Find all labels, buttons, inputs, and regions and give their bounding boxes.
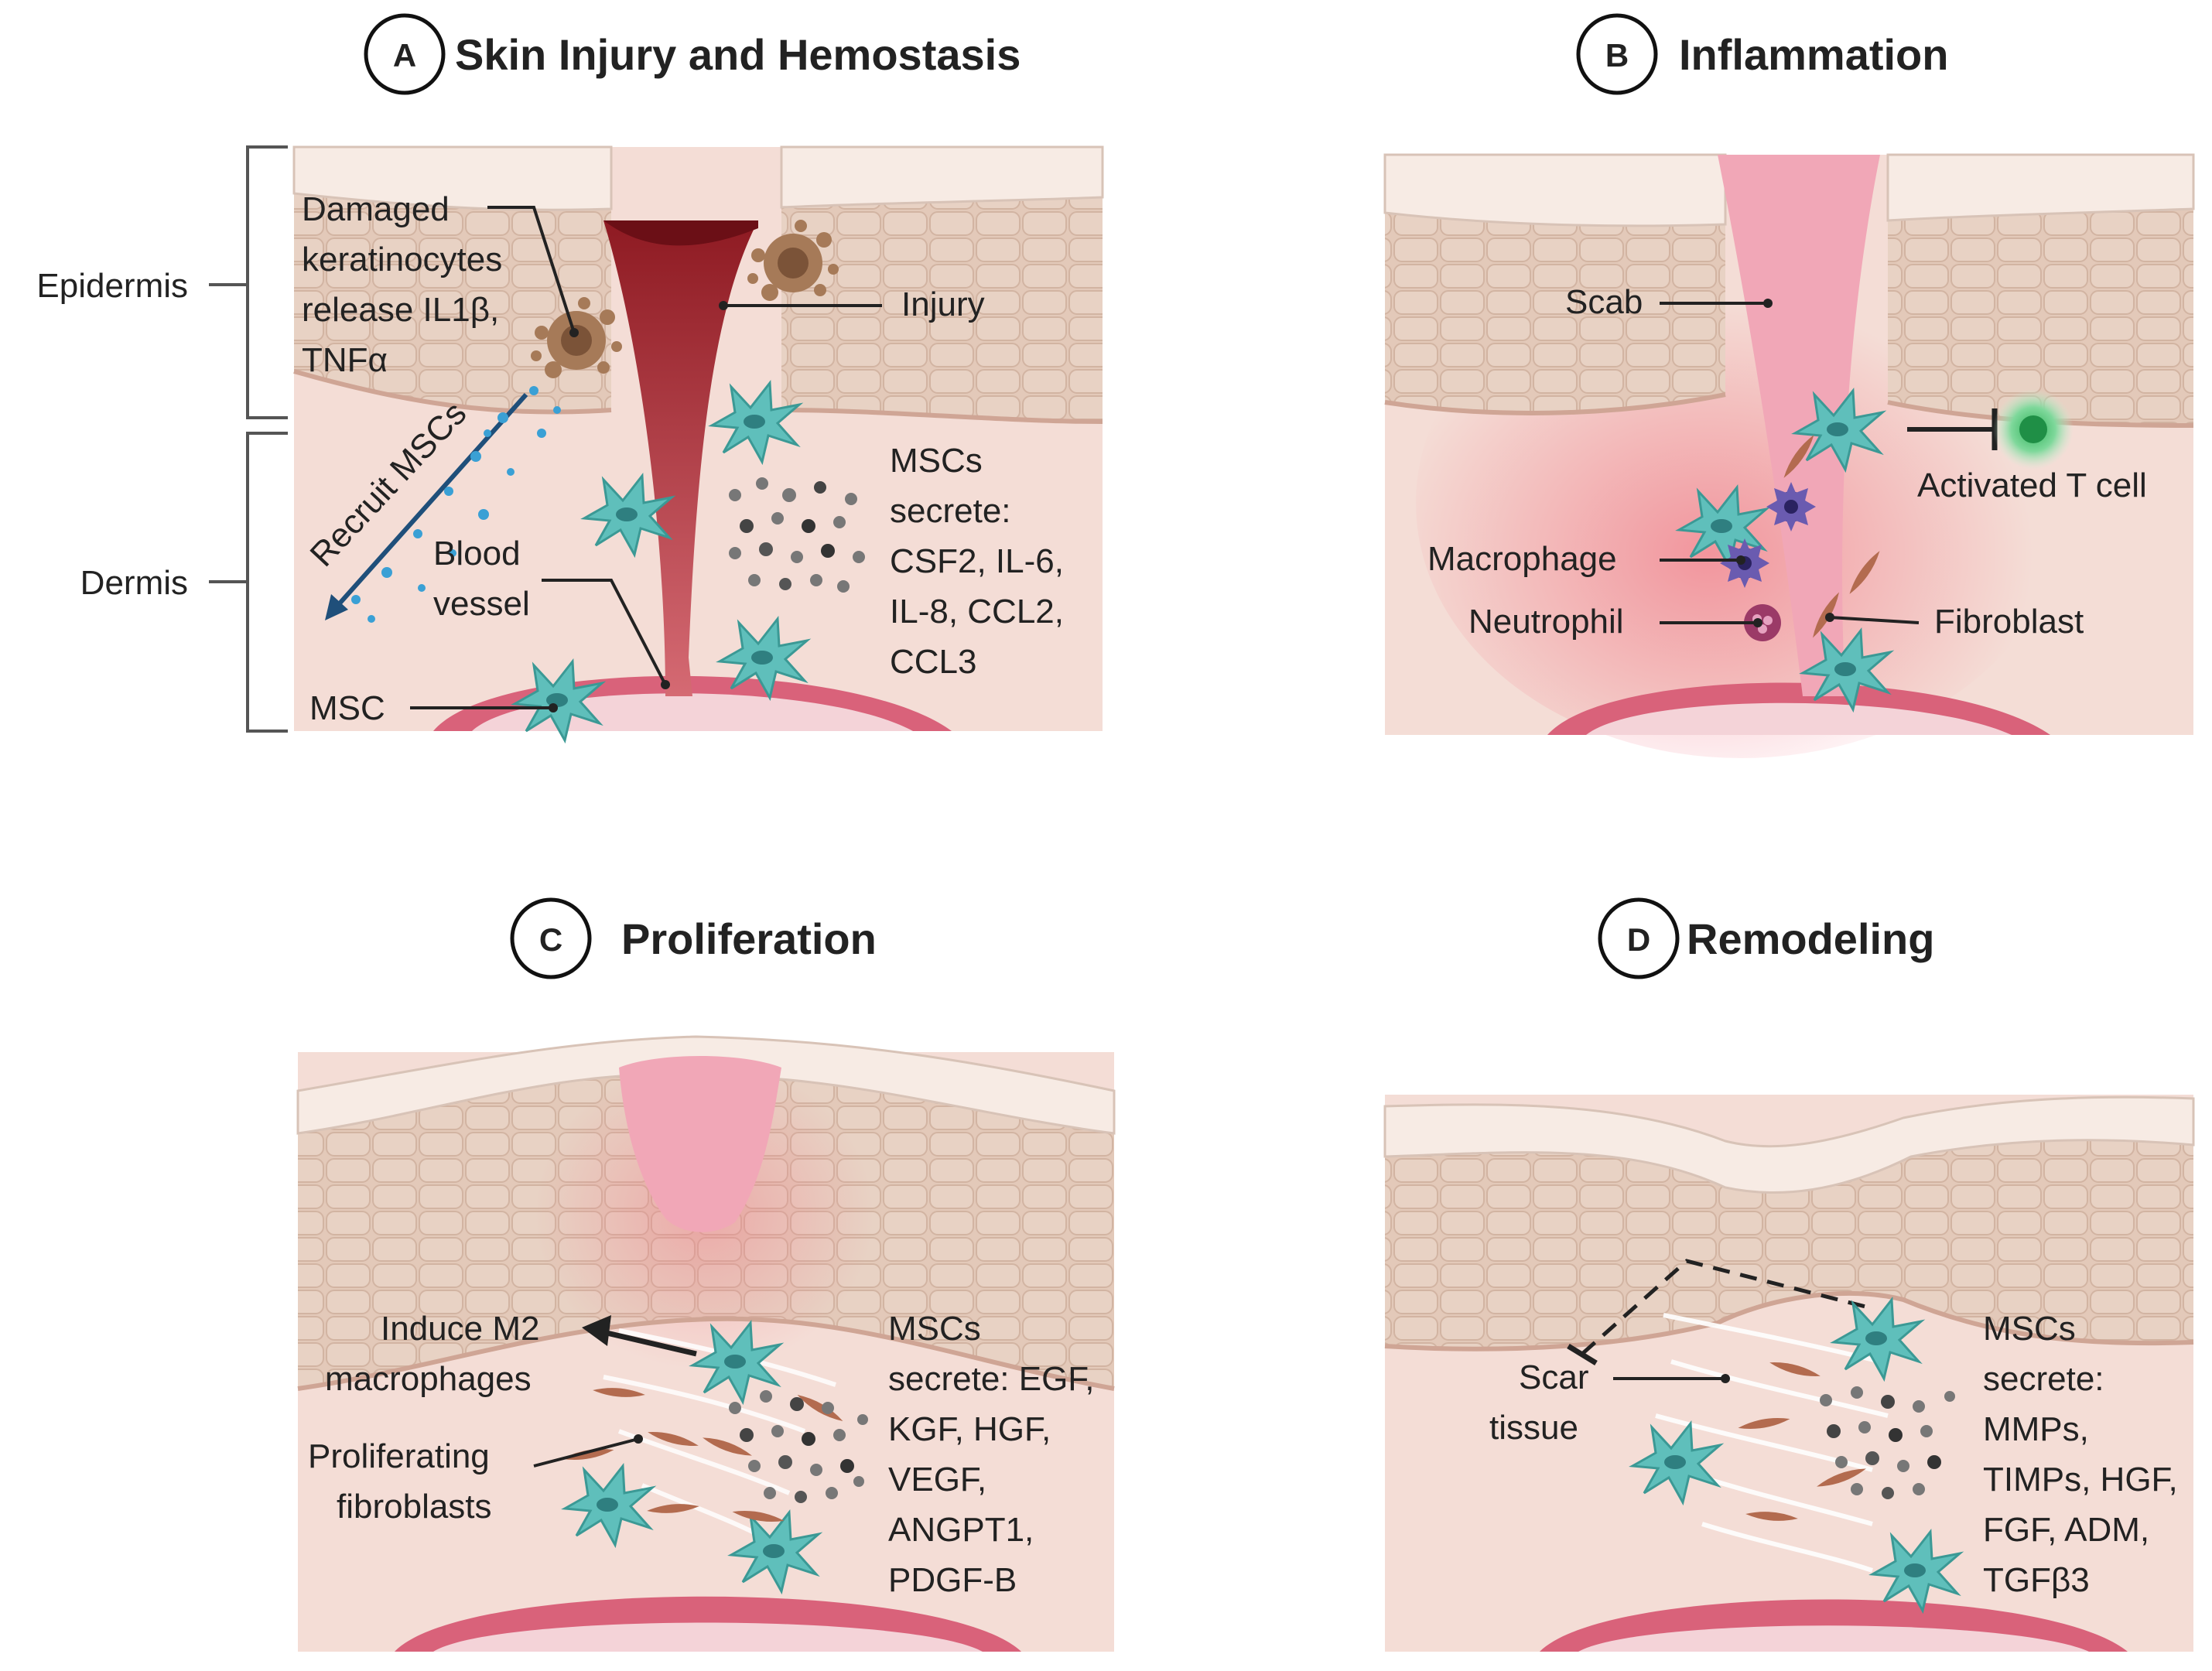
scab-label: Scab: [1565, 283, 1643, 321]
panel-b-tissue: [1383, 153, 2195, 758]
secretion-dots: [1820, 1386, 1955, 1499]
blood-vessel-label: Blood vessel: [433, 535, 530, 623]
epidermis-bracket: [246, 145, 288, 419]
scab: [1718, 155, 1880, 696]
panel-b: B Inflammation Activated T cell: [1383, 13, 2195, 758]
fibroblast-label: Fibroblast: [1934, 603, 2084, 641]
panel-b-letter: B: [1605, 37, 1629, 73]
panel-a-tissue: [292, 145, 1104, 731]
panel-a-title: Skin Injury and Hemostasis: [455, 30, 1021, 79]
panel-d-title: Remodeling: [1687, 914, 1934, 963]
proliferating-fibroblasts-label: Proliferating fibroblasts: [308, 1437, 499, 1526]
panel-c-tissue: [296, 1035, 1116, 1652]
panel-a-letter: A: [393, 37, 416, 73]
msc-label: MSC: [309, 689, 385, 727]
t-cell-label: Activated T cell: [1917, 466, 2147, 504]
panel-c-letter: C: [539, 921, 562, 958]
panel-d-tissue: [1383, 1095, 2195, 1652]
dermis-label: Dermis: [80, 564, 188, 602]
panel-a-secretion-label: MSCs secrete: CSF2, IL-6, IL-8, CCL2, CC…: [890, 442, 1073, 681]
dermis-bracket: [246, 432, 288, 733]
scar-tissue-label: Scar tissue: [1489, 1358, 1598, 1447]
induce-m2-label: Induce M2 macrophages: [325, 1310, 549, 1398]
panel-a-badge: [364, 13, 446, 95]
panel-d-letter: D: [1627, 921, 1650, 958]
injury-wound: [603, 220, 758, 696]
panel-c: C Proliferation: [296, 897, 1116, 1652]
macrophage-label: Macrophage: [1427, 540, 1617, 578]
panel-a: A Skin Injury and Hemostasis: [36, 13, 1104, 742]
panel-d-badge: [1598, 897, 1680, 979]
damaged-keratinocytes-label: Damaged keratinocytes release IL1β, TNFα: [302, 190, 511, 379]
panel-c-secretion-label: MSCs secrete: EGF, KGF, HGF, VEGF, ANGPT…: [888, 1310, 1104, 1599]
recruit-arrow: [325, 386, 561, 623]
secretion-dots: [729, 477, 865, 593]
secretion-dots: [729, 1390, 868, 1503]
neutrophil-label: Neutrophil: [1468, 603, 1624, 641]
panel-d-secretion-label: MSCs secrete: MMPs, TIMPs, HGF, FGF, ADM…: [1983, 1310, 2187, 1599]
scab: [619, 1056, 781, 1232]
panel-b-badge: [1576, 13, 1658, 95]
panel-c-badge: [510, 897, 592, 979]
injury-label: Injury: [901, 285, 985, 323]
panel-c-title: Proliferation: [621, 914, 877, 963]
panel-b-title: Inflammation: [1679, 30, 1948, 79]
panel-d: D Remodeling: [1383, 897, 2195, 1652]
epidermis-label: Epidermis: [36, 267, 188, 305]
